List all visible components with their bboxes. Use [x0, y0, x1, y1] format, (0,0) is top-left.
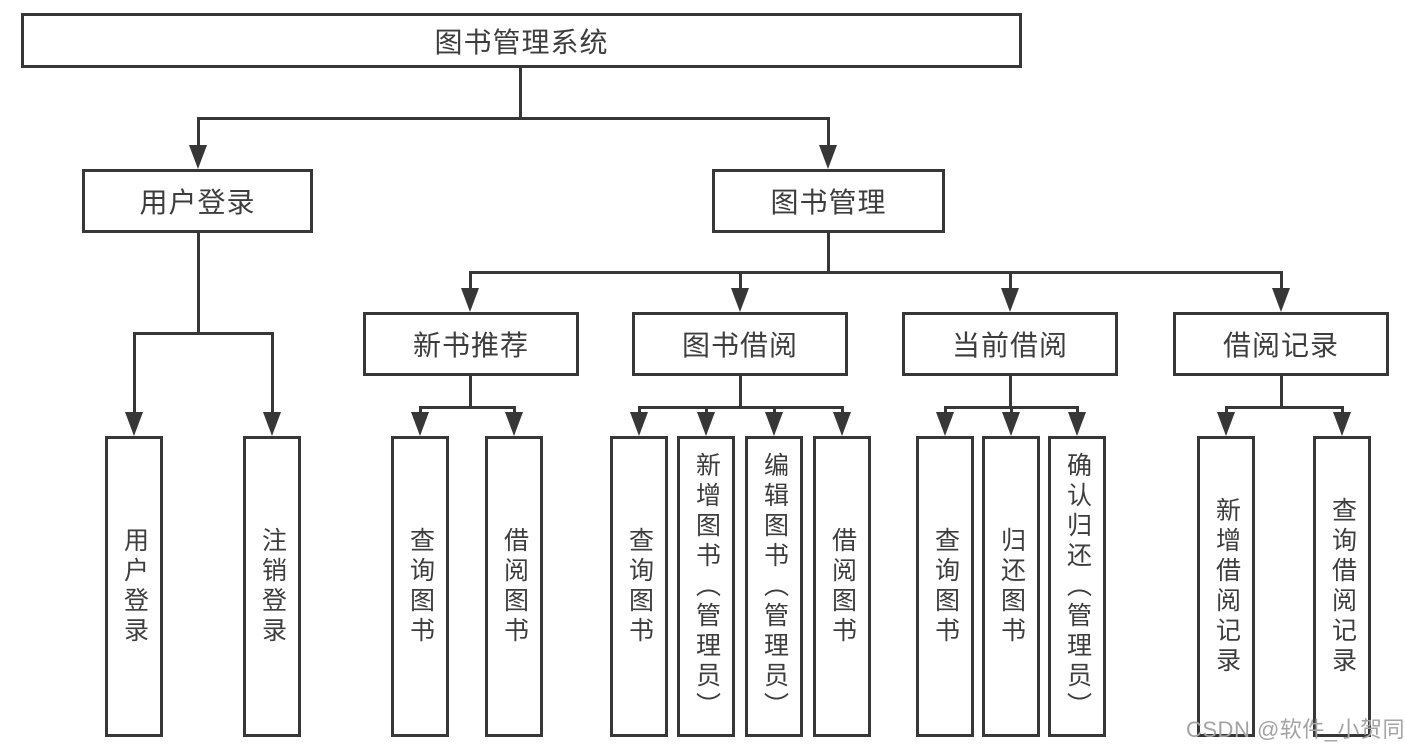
arrowhead-into-nb-borrow	[505, 412, 523, 436]
edge-user-stem	[197, 233, 200, 334]
edge-root-branch	[197, 117, 830, 120]
leaf-rec-query-record: 查询借阅记录	[1313, 436, 1371, 737]
edge-into-cur-return	[1010, 406, 1013, 416]
edge-into-bw-add	[705, 406, 708, 416]
leaf-rec-add-record-label: 新增借阅记录	[1212, 496, 1241, 677]
edge-into-leaf-logout	[271, 332, 274, 414]
edge-into-book-management	[827, 117, 830, 149]
leaf-bw-add-book-admin-label: 新增图书（管理员）	[692, 451, 721, 722]
node-root-label: 图书管理系统	[434, 26, 609, 58]
edge-into-bw-query	[638, 406, 641, 416]
leaf-cur-confirm-return-admin-label: 确认归还（管理员）	[1063, 451, 1092, 722]
edge-user-branch	[133, 332, 273, 335]
leaf-logout-label: 注销登录	[258, 526, 287, 647]
arrowhead-into-bw-borrow	[833, 412, 851, 436]
node-user-login-label: 用户登录	[139, 187, 256, 218]
arrowhead-into-bw-edit	[765, 412, 783, 436]
leaf-bw-query-book-label: 查询图书	[625, 526, 654, 647]
edge-into-bw-edit	[773, 406, 776, 416]
leaf-user-login-label: 用户登录	[120, 526, 149, 647]
edge-into-borrow-records	[1280, 271, 1283, 291]
arrowhead-into-bw-query	[630, 412, 648, 436]
node-book-borrow-label: 图书借阅	[681, 330, 798, 361]
leaf-rec-add-record: 新增借阅记录	[1197, 436, 1255, 737]
edge-nb-branch	[419, 406, 516, 409]
leaf-cur-return-book: 归还图书	[982, 436, 1040, 737]
arrowhead-into-user-login	[189, 145, 207, 169]
edge-bw-branch	[638, 406, 844, 409]
arrowhead-into-rec-query	[1333, 412, 1351, 436]
edge-root-stem	[519, 68, 522, 120]
edge-into-book-borrow	[739, 271, 742, 291]
edge-into-leaf-user-login	[133, 332, 136, 414]
arrowhead-into-bw-add	[697, 412, 715, 436]
arrowhead-into-cur-query	[936, 412, 954, 436]
leaf-bw-borrow-book-label: 借阅图书	[828, 526, 857, 647]
node-book-management-label: 图书管理	[770, 187, 887, 218]
edge-bw-stem	[739, 376, 742, 408]
leaf-bw-query-book: 查询图书	[610, 436, 668, 737]
leaf-bw-edit-book-admin-label: 编辑图书（管理员）	[760, 451, 789, 722]
arrowhead-into-cur-return	[1002, 412, 1020, 436]
node-current-borrow: 当前借阅	[902, 312, 1118, 376]
node-root: 图书管理系统	[21, 13, 1022, 68]
node-current-borrow-label: 当前借阅	[951, 330, 1068, 361]
arrowhead-into-leaf-logout	[263, 412, 281, 436]
leaf-bw-add-book-admin: 新增图书（管理员）	[677, 436, 735, 737]
arrowhead-into-borrow-records	[1272, 288, 1290, 312]
arrowhead-into-book-borrow	[731, 288, 749, 312]
leaf-nb-query-book: 查询图书	[391, 436, 449, 737]
leaf-cur-return-book-label: 归还图书	[997, 526, 1026, 647]
arrowhead-into-current-borrow	[1001, 288, 1019, 312]
arrowhead-into-new-book-recommend	[461, 288, 479, 312]
arrowhead-into-rec-add	[1217, 412, 1235, 436]
edge-into-bw-borrow	[841, 406, 844, 416]
leaf-user-login: 用户登录	[105, 436, 163, 737]
arrowhead-into-cur-confirm	[1068, 412, 1086, 436]
arrowhead-into-book-management	[819, 145, 837, 169]
edge-into-rec-query	[1341, 406, 1344, 416]
csdn-watermark: CSDN @软件_小贺同学	[1186, 717, 1405, 742]
edge-into-cur-query	[944, 406, 947, 416]
leaf-logout: 注销登录	[243, 436, 301, 737]
leaf-bw-borrow-book: 借阅图书	[813, 436, 871, 737]
edge-into-rec-add	[1225, 406, 1228, 416]
arrowhead-into-leaf-user-login	[125, 412, 143, 436]
edge-into-user-login	[197, 117, 200, 149]
node-borrow-records-label: 借阅记录	[1222, 330, 1339, 361]
node-book-borrow: 图书借阅	[632, 312, 848, 376]
leaf-cur-confirm-return-admin: 确认归还（管理员）	[1048, 436, 1106, 737]
arrowhead-into-nb-query	[411, 412, 429, 436]
edge-cur-stem	[1009, 376, 1012, 408]
edge-rec-stem	[1280, 376, 1283, 408]
leaf-bw-edit-book-admin: 编辑图书（管理员）	[745, 436, 803, 737]
node-borrow-records: 借阅记录	[1173, 312, 1389, 376]
node-book-management: 图书管理	[712, 169, 945, 233]
edge-into-cur-confirm	[1076, 406, 1079, 416]
leaf-nb-borrow-book: 借阅图书	[485, 436, 543, 737]
edge-into-current-borrow	[1009, 271, 1012, 291]
edge-mgmt-branch	[469, 271, 1283, 274]
edge-into-new-book-recommend	[469, 271, 472, 291]
edge-nb-stem	[469, 376, 472, 408]
edge-rec-branch	[1225, 406, 1343, 409]
node-new-book-recommend-label: 新书推荐	[412, 330, 529, 361]
edge-into-nb-query	[419, 406, 422, 416]
edge-into-nb-borrow	[513, 406, 516, 416]
node-user-login: 用户登录	[82, 169, 313, 233]
edge-mgmt-stem	[827, 233, 830, 273]
leaf-cur-query-book: 查询图书	[916, 436, 974, 737]
leaf-cur-query-book-label: 查询图书	[931, 526, 960, 647]
leaf-rec-query-record-label: 查询借阅记录	[1328, 496, 1357, 677]
node-new-book-recommend: 新书推荐	[363, 312, 579, 376]
leaf-nb-borrow-book-label: 借阅图书	[500, 526, 529, 647]
leaf-nb-query-book-label: 查询图书	[406, 526, 435, 647]
